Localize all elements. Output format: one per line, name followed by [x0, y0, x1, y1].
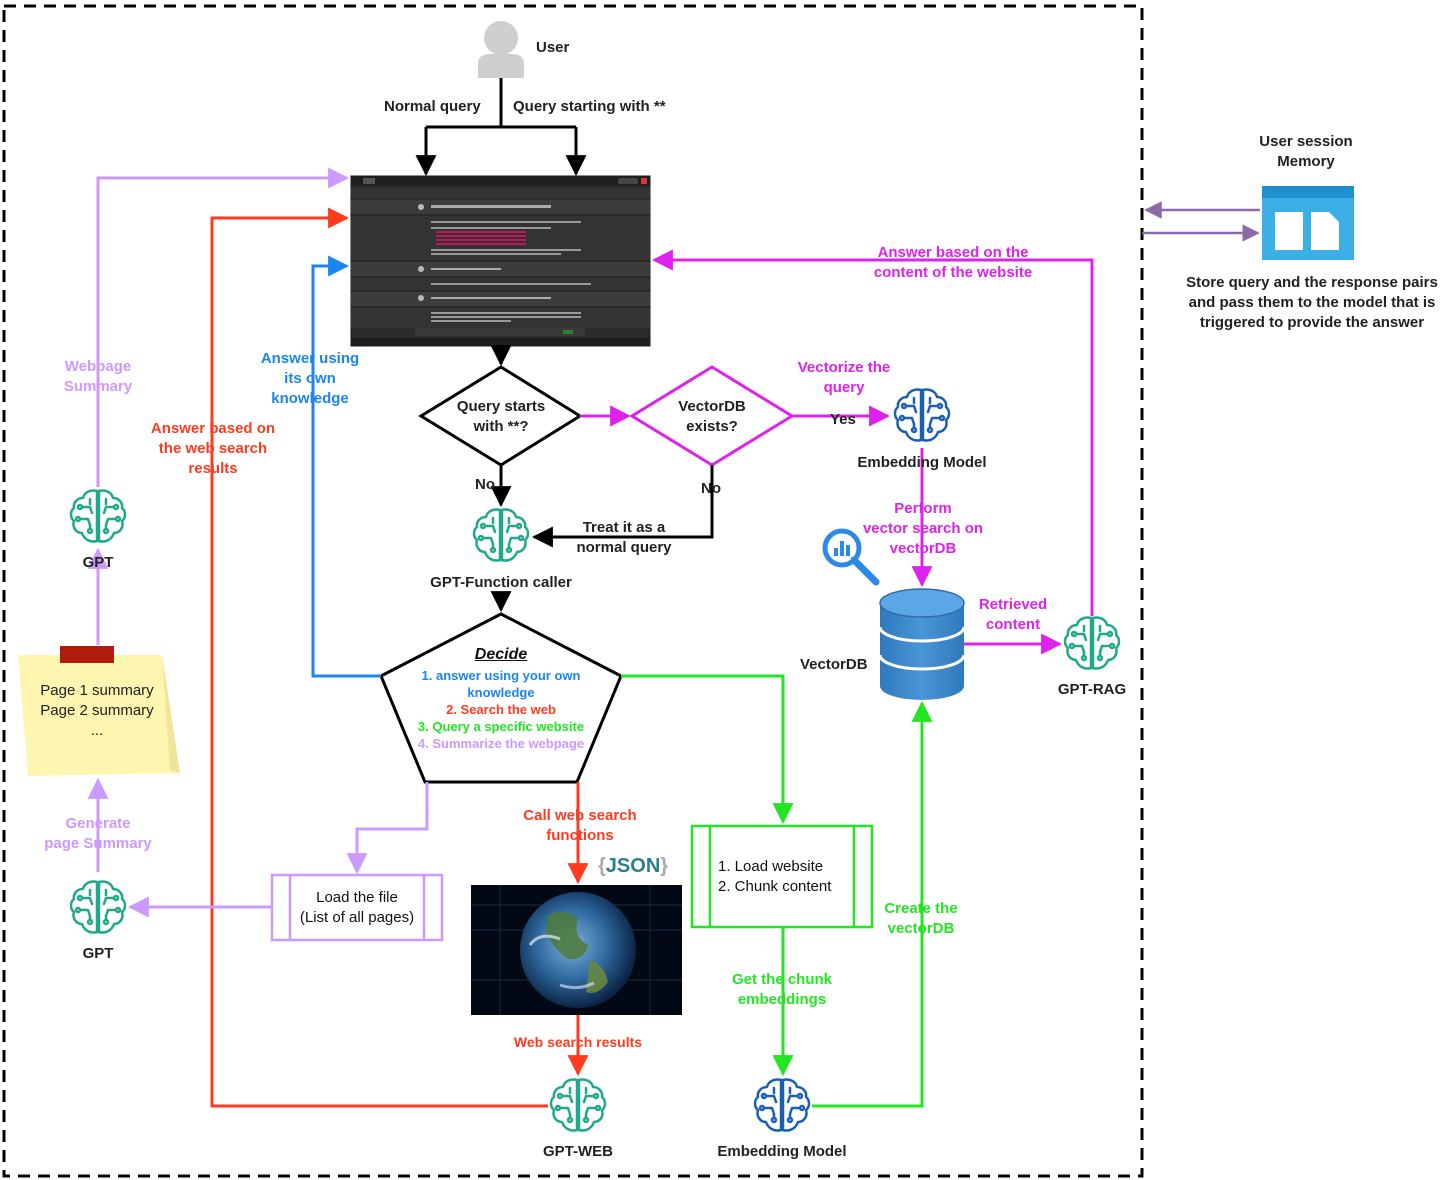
embedding-model-bottom-label: Embedding Model — [717, 1143, 847, 1160]
decide-option: 4. Summarize the webpage — [417, 736, 585, 751]
decide-options: 1. answer using your own knowledge 2. Sear… — [391, 667, 611, 752]
gpt-icon-top — [69, 489, 127, 543]
decide-option: 2. Search the web — [446, 702, 556, 717]
outer-boundary — [2, 4, 1144, 1178]
json-badge: {JSON} — [598, 855, 669, 877]
chat-ui-screenshot — [350, 175, 651, 347]
gpt-top-label: GPT — [82, 554, 114, 571]
gpt-icon-bottom — [69, 880, 127, 934]
search-analytics-icon — [822, 528, 880, 586]
web-answer-arrow — [210, 207, 548, 1108]
vectordb-cylinder — [878, 588, 966, 700]
load-file-text: Load the file(List of all pages) — [299, 889, 415, 926]
decide-option: 3. Query a specific website — [417, 719, 585, 734]
decide-option: knowledge — [467, 685, 535, 700]
no-label-left: No — [475, 476, 495, 493]
gpt-rag-label: GPT-RAG — [1057, 681, 1127, 698]
note-text: Page 1 summary Page 2 summary ... — [40, 682, 154, 739]
function-caller-label: GPT-Function caller — [430, 574, 572, 591]
own-knowledge-arrow — [311, 255, 381, 678]
create-vectordb-arrow — [812, 700, 933, 1108]
gpt-bottom-label: GPT — [82, 945, 114, 962]
gpt-web-label: GPT-WEB — [543, 1143, 613, 1160]
vectordb-no-arrow — [531, 465, 714, 548]
rag-answer-arrow — [651, 249, 1094, 616]
website-query-arrow — [621, 674, 794, 825]
yes-label: Yes — [830, 411, 856, 428]
no-label-right: No — [701, 480, 721, 497]
summarize-arrow — [346, 782, 429, 875]
gpt-rag-icon — [1063, 616, 1121, 670]
summary-note — [18, 646, 180, 776]
load-website-box — [690, 824, 874, 929]
user-query-connectors — [415, 78, 587, 177]
summary-to-screen-arrow — [96, 167, 350, 487]
gpt-function-caller-icon — [472, 508, 530, 562]
user-label: User — [536, 39, 570, 56]
normal-query-label: Normal query — [384, 98, 481, 115]
decide-option: 1. answer using your own — [421, 668, 581, 683]
decide-title: Decide — [474, 646, 528, 663]
decide-pentagon — [379, 612, 623, 784]
load-file-box — [270, 873, 444, 942]
embedding-model-top-label: Embedding Model — [857, 454, 987, 471]
memory-icon — [1262, 186, 1354, 260]
gpt-web-icon — [549, 1078, 607, 1132]
web-results-label: Web search results — [513, 1034, 643, 1050]
vectordb-label: VectorDB — [800, 656, 868, 673]
earth-image — [471, 885, 682, 1015]
embedding-model-icon-bottom — [753, 1078, 811, 1132]
query-starting-label: Query starting with ** — [513, 98, 666, 115]
user-icon — [478, 21, 524, 78]
